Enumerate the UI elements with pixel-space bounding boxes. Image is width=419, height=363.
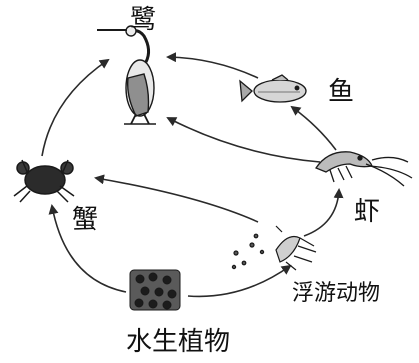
arrow-fish-to-egret xyxy=(166,52,259,79)
label-aquatic-plants: 水生植物 xyxy=(126,327,230,357)
fish-illustration-icon xyxy=(239,74,307,103)
label-crab: 蟹 xyxy=(72,205,98,235)
label-fish: 鱼 xyxy=(328,77,354,107)
crab-illustration-icon xyxy=(13,159,75,203)
arrow-plants-to-zooplankton xyxy=(187,264,292,298)
arrow-shrimp-to-fish xyxy=(290,105,337,151)
aquatic-plants-illustration-icon xyxy=(129,269,181,311)
egret-illustration-icon xyxy=(97,25,156,125)
arrows xyxy=(41,52,344,298)
label-egret: 鹭 xyxy=(130,5,156,35)
arrow-crab-to-egret xyxy=(41,58,110,157)
label-zooplankton: 浮游动物 xyxy=(292,281,380,306)
zooplankton-illustration-icon xyxy=(231,225,317,271)
arrow-plants-to-crab xyxy=(48,204,127,293)
arrow-zooplankton-to-crab xyxy=(94,174,259,223)
arrow-zooplankton-to-shrimp xyxy=(303,188,344,237)
arrow-shrimp-to-egret xyxy=(166,117,321,163)
shrimp-illustration-icon xyxy=(315,151,413,187)
label-shrimp: 虾 xyxy=(354,197,380,227)
